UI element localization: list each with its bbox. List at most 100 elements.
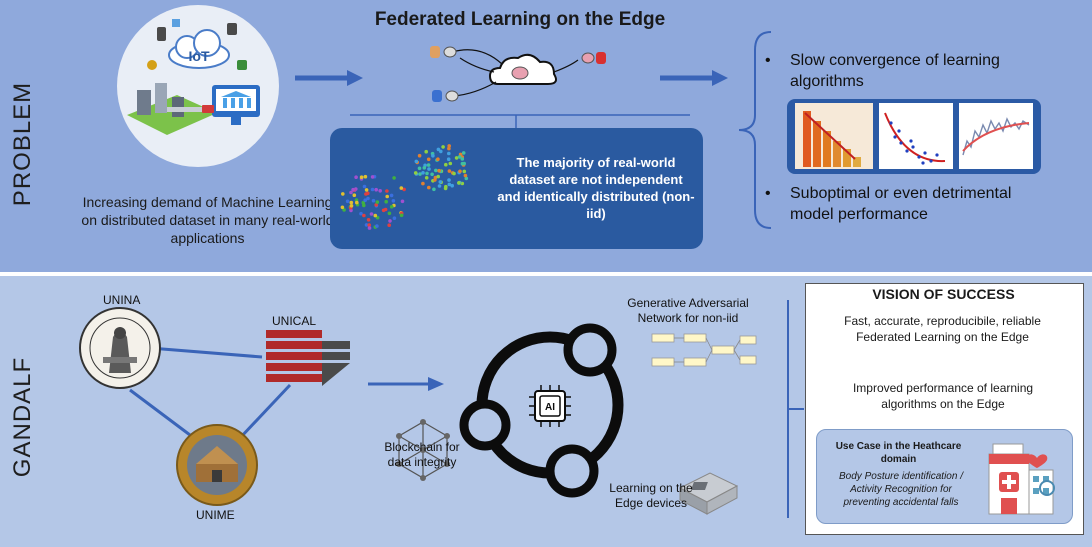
cluster-point <box>436 174 440 179</box>
cluster-point <box>361 200 366 205</box>
bullet-slow-convergence: Slow convergence of learning algorithms <box>790 52 1000 90</box>
bullet-dot: • <box>765 185 771 202</box>
cluster-point <box>364 192 368 196</box>
cluster-point <box>367 223 371 227</box>
iot-cloud-icon: IoT <box>127 19 260 135</box>
cluster-point <box>400 199 405 204</box>
cluster-point <box>427 167 431 171</box>
cluster-point <box>362 203 366 208</box>
cluster-point <box>447 151 451 156</box>
cluster-point <box>349 204 354 208</box>
cluster-point <box>385 194 389 199</box>
cluster-point <box>441 145 445 149</box>
scatter-clusters <box>340 144 469 230</box>
plot-scatter <box>879 103 953 169</box>
cluster-point <box>447 146 451 151</box>
gan-diagram <box>651 333 757 367</box>
arrow-to-gandalf <box>368 377 444 391</box>
usecase-body: Body Posture identification / Activity R… <box>839 471 963 508</box>
cluster-point <box>362 213 366 218</box>
cluster-point <box>389 193 394 198</box>
cluster-point <box>454 156 459 160</box>
cluster-point <box>389 205 394 209</box>
fl-title: Federated Learning on the Edge <box>374 9 666 30</box>
bullet-dot: • <box>765 52 771 69</box>
cluster-point <box>367 226 372 230</box>
cluster-point <box>399 213 404 218</box>
cluster-point <box>363 198 367 202</box>
cluster-point <box>392 216 397 220</box>
usecase-title: Use Case in the Heathcare domain <box>835 441 962 465</box>
cluster-point <box>384 199 388 204</box>
cluster-point <box>366 218 371 222</box>
cluster-point <box>425 171 429 176</box>
cluster-point <box>387 223 391 227</box>
cluster-point <box>431 154 435 158</box>
cluster-point <box>447 169 452 173</box>
cluster-point <box>375 200 380 204</box>
cluster-point <box>391 199 396 203</box>
vision-divider <box>787 300 804 518</box>
unical-logo <box>266 330 350 386</box>
cluster-point <box>413 171 418 175</box>
cluster-point <box>363 174 368 179</box>
unime-seal <box>176 424 258 506</box>
vision-point-1: Fast, accurate, reproducibile, reliable … <box>844 314 1041 344</box>
unime-label: UNIME <box>196 508 235 522</box>
cluster-point <box>364 188 369 192</box>
plot-line <box>959 103 1033 169</box>
cluster-point <box>448 161 453 166</box>
cluster-point <box>432 187 436 192</box>
cluster-point <box>457 155 462 159</box>
blockchain-cube-icon <box>396 419 450 481</box>
arrow-to-fl <box>295 70 363 86</box>
cluster-point <box>439 149 443 154</box>
cluster-point <box>392 176 396 180</box>
federated-learning-diagram <box>430 46 606 102</box>
cluster-point <box>460 157 465 161</box>
blockchain-label: Blockchain for data integrity <box>384 440 460 469</box>
edge-device-icon <box>678 472 739 515</box>
brain-icon <box>430 46 606 102</box>
arrow-to-problems <box>660 70 728 86</box>
cluster-point <box>366 196 370 201</box>
cluster-point <box>349 200 354 205</box>
cluster-point <box>374 187 378 192</box>
cluster-point <box>417 166 422 171</box>
cluster-point <box>370 175 375 179</box>
unina-seal <box>79 307 161 389</box>
cluster-point <box>369 212 374 216</box>
cluster-point <box>447 178 451 182</box>
gan-label: Generative Adversarial Network for non-i… <box>627 296 749 325</box>
cluster-point <box>388 219 392 223</box>
cluster-point <box>437 184 442 188</box>
unical-label: UNICAL <box>272 314 317 328</box>
cluster-point <box>371 198 376 203</box>
convergence-plots <box>795 103 1033 169</box>
cluster-point <box>434 168 438 173</box>
cluster-point <box>349 208 353 213</box>
cluster-point <box>414 159 419 164</box>
cluster-point <box>341 192 345 196</box>
iot-badge: IoT <box>189 48 210 64</box>
cluster-point <box>458 169 462 174</box>
problem-description: Increasing demand of Machine Learning on… <box>81 194 334 246</box>
cluster-point <box>352 193 357 197</box>
cluster-point <box>381 208 386 213</box>
cluster-point <box>444 184 448 189</box>
unina-label: UNINA <box>103 293 141 307</box>
curly-brace <box>738 31 772 229</box>
cluster-point <box>464 176 469 181</box>
cluster-point <box>446 157 451 161</box>
cluster-point <box>433 178 437 182</box>
hospital-icon <box>988 443 1055 515</box>
cluster-point <box>436 157 440 161</box>
plot-bars <box>795 103 873 169</box>
cluster-point <box>437 168 441 173</box>
cluster-point <box>426 157 431 162</box>
cluster-point <box>362 184 367 189</box>
cluster-point <box>430 172 434 177</box>
cluster-point <box>373 213 378 218</box>
